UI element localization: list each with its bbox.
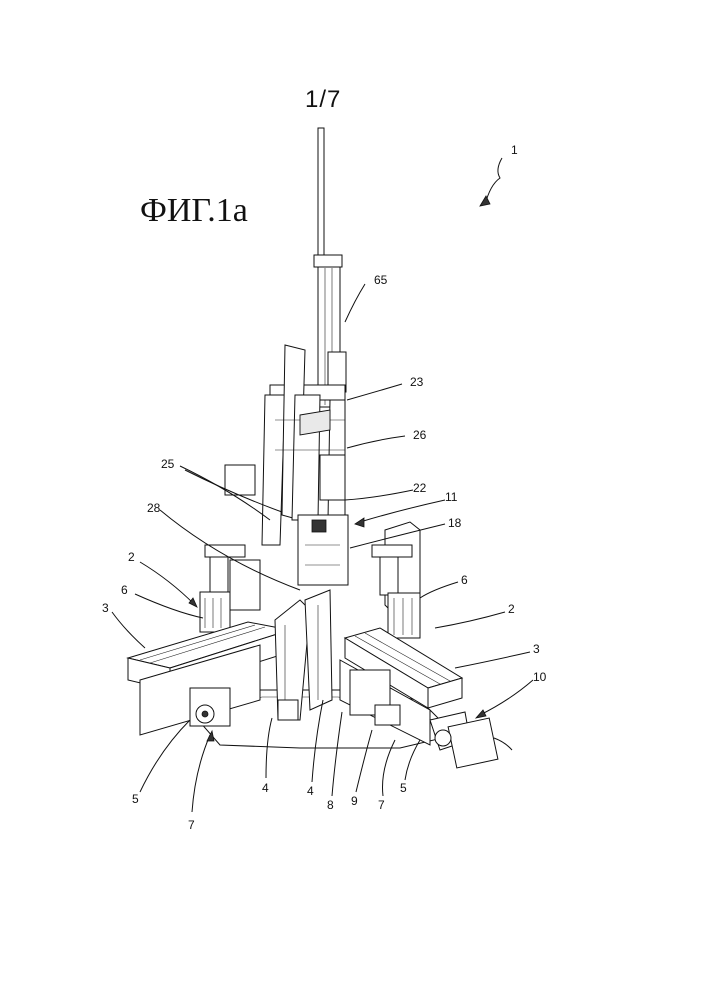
ref-3-left: 3 [102,601,109,615]
ref-7-left: 7 [188,818,195,832]
right-cylinder [372,522,420,638]
ref-4-right: 4 [307,784,314,798]
ref-65: 65 [374,273,388,287]
ref-6-right: 6 [461,573,468,587]
ref-25: 25 [161,457,175,471]
ref-5-left: 5 [132,792,139,806]
ref-2-right: 2 [508,602,515,616]
motor [430,712,512,768]
ref-2-left: 2 [128,550,135,564]
ref-5-right: 5 [400,781,407,795]
ref-28: 28 [147,501,161,515]
ref-23: 23 [410,375,424,389]
ref-8: 8 [327,798,334,812]
ref-18: 18 [448,516,462,530]
ref-7-right: 7 [378,798,385,812]
ref-11: 11 [445,490,458,504]
ref-26: 26 [413,428,427,442]
ref-4-left: 4 [262,781,269,795]
ref-10: 10 [533,670,547,684]
ref-22: 22 [413,481,427,495]
central-column [314,128,346,407]
ref-9: 9 [351,794,358,808]
ref-1: 1 [511,143,518,157]
ref-6-left: 6 [121,583,128,597]
ref-3-right: 3 [533,642,540,656]
